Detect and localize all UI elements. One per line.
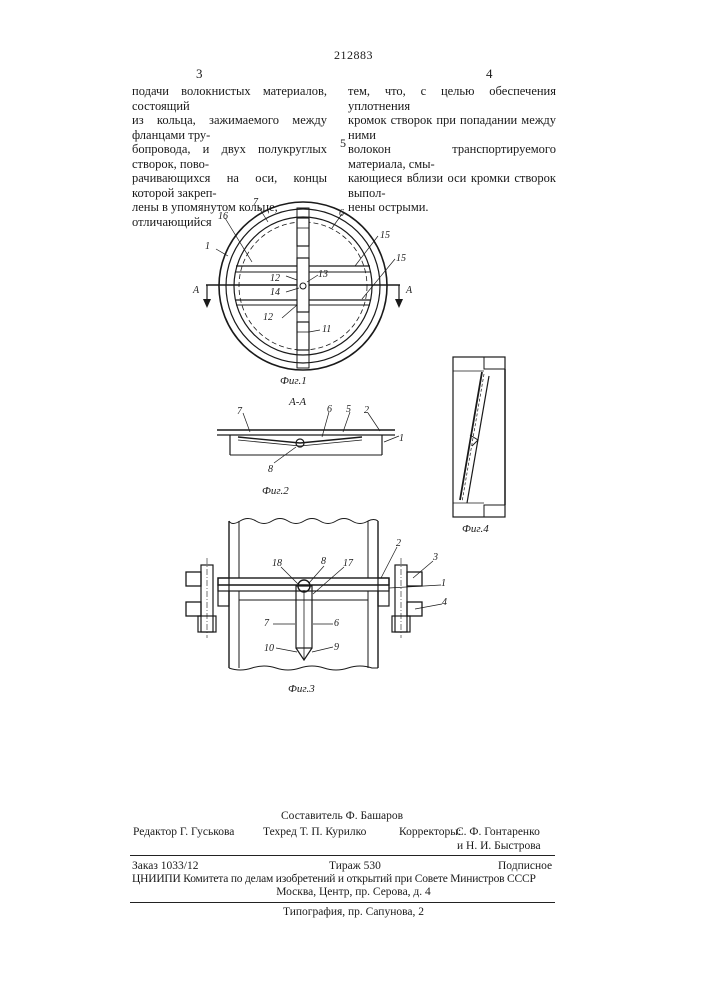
label-10: 10 xyxy=(264,643,274,654)
figure-1-drawing: A A 1 7 16 6 15 15 12 13 14 12 11 Фиг.1 xyxy=(185,195,425,395)
figure-1-caption: Фиг.1 xyxy=(280,375,307,387)
label-6: 6 xyxy=(327,404,332,415)
section-arrow-right xyxy=(395,299,403,308)
compiler-line: Составитель Ф. Башаров xyxy=(281,810,403,822)
label-7: 7 xyxy=(264,618,270,629)
label-8: 8 xyxy=(321,556,326,567)
circulation: Тираж 530 xyxy=(329,860,381,872)
section-mark-left: A xyxy=(192,285,200,296)
correctors-label: Корректоры: xyxy=(399,826,461,838)
figure-3-drawing: 18 8 17 2 3 1 4 7 6 10 9 Фиг.3 xyxy=(178,515,448,700)
text-line: кромок створок при попадании между ними xyxy=(348,113,556,142)
text-line: из кольца, зажимаемого между фланцами тр… xyxy=(132,113,327,142)
label-8: 8 xyxy=(268,464,273,475)
label-11: 11 xyxy=(322,324,331,335)
label-9: 9 xyxy=(334,642,339,653)
institute-line: ЦНИИПИ Комитета по делам изобретений и о… xyxy=(132,873,560,885)
label-1: 1 xyxy=(399,433,404,444)
label-1: 1 xyxy=(441,578,446,589)
label-16: 16 xyxy=(218,211,228,222)
label-6: 6 xyxy=(334,618,339,629)
label-6: 6 xyxy=(339,208,344,219)
printing-line: Типография, пр. Сапунова, 2 xyxy=(0,906,707,918)
subscription: Подписное xyxy=(498,860,552,872)
section-arrow-left xyxy=(203,299,211,308)
figure-3-caption: Фиг.3 xyxy=(288,683,315,695)
label-13: 13 xyxy=(318,269,328,280)
editor-line: Редактор Г. Гуськова xyxy=(133,826,234,838)
order-number: Заказ 1033/12 xyxy=(132,860,199,872)
section-mark-right: A xyxy=(405,285,413,296)
label-17: 17 xyxy=(343,558,354,569)
patent-number: 212883 xyxy=(0,48,707,63)
corrector-2: и Н. И. Быстрова xyxy=(457,840,541,852)
label-15: 15 xyxy=(380,230,390,241)
label-7: 7 xyxy=(237,406,243,417)
label-5: 5 xyxy=(346,404,351,415)
column-number-left: 3 xyxy=(196,66,203,82)
figure-4-drawing: Фиг.4 xyxy=(440,350,530,540)
line-number-marker: 5 xyxy=(340,136,346,151)
figure-2-caption: Фиг.2 xyxy=(262,485,289,497)
label-12: 12 xyxy=(270,273,280,284)
text-line: подачи волокнистых материалов, состоящий xyxy=(132,84,327,113)
figure-4-caption: Фиг.4 xyxy=(462,523,489,535)
corrector-1: С. Ф. Гонтаренко xyxy=(456,826,540,838)
footer-rule-bottom xyxy=(130,902,555,903)
address-line: Москва, Центр, пр. Серова, д. 4 xyxy=(0,886,707,898)
label-2: 2 xyxy=(396,538,401,549)
label-3: 3 xyxy=(432,552,438,563)
label-2: 2 xyxy=(364,405,369,416)
label-15b: 15 xyxy=(396,253,406,264)
label-14: 14 xyxy=(270,287,280,298)
text-line: бопровода, и двух полукруглых створок, п… xyxy=(132,142,327,171)
label-1: 1 xyxy=(205,241,210,252)
label-4: 4 xyxy=(442,597,447,608)
footer-rule-top xyxy=(130,855,555,856)
label-12b: 12 xyxy=(263,312,273,323)
figure-2-drawing: А-А 7 6 5 2 1 8 Фиг.2 xyxy=(215,395,415,500)
label-18: 18 xyxy=(272,558,282,569)
section-title: А-А xyxy=(288,396,306,408)
column-number-right: 4 xyxy=(486,66,493,82)
text-line: тем, что, с целью обеспечения уплотнения xyxy=(348,84,556,113)
text-line: волокон транспортируемого материала, смы… xyxy=(348,142,556,171)
techred-line: Техред Т. П. Курилко xyxy=(263,826,366,838)
